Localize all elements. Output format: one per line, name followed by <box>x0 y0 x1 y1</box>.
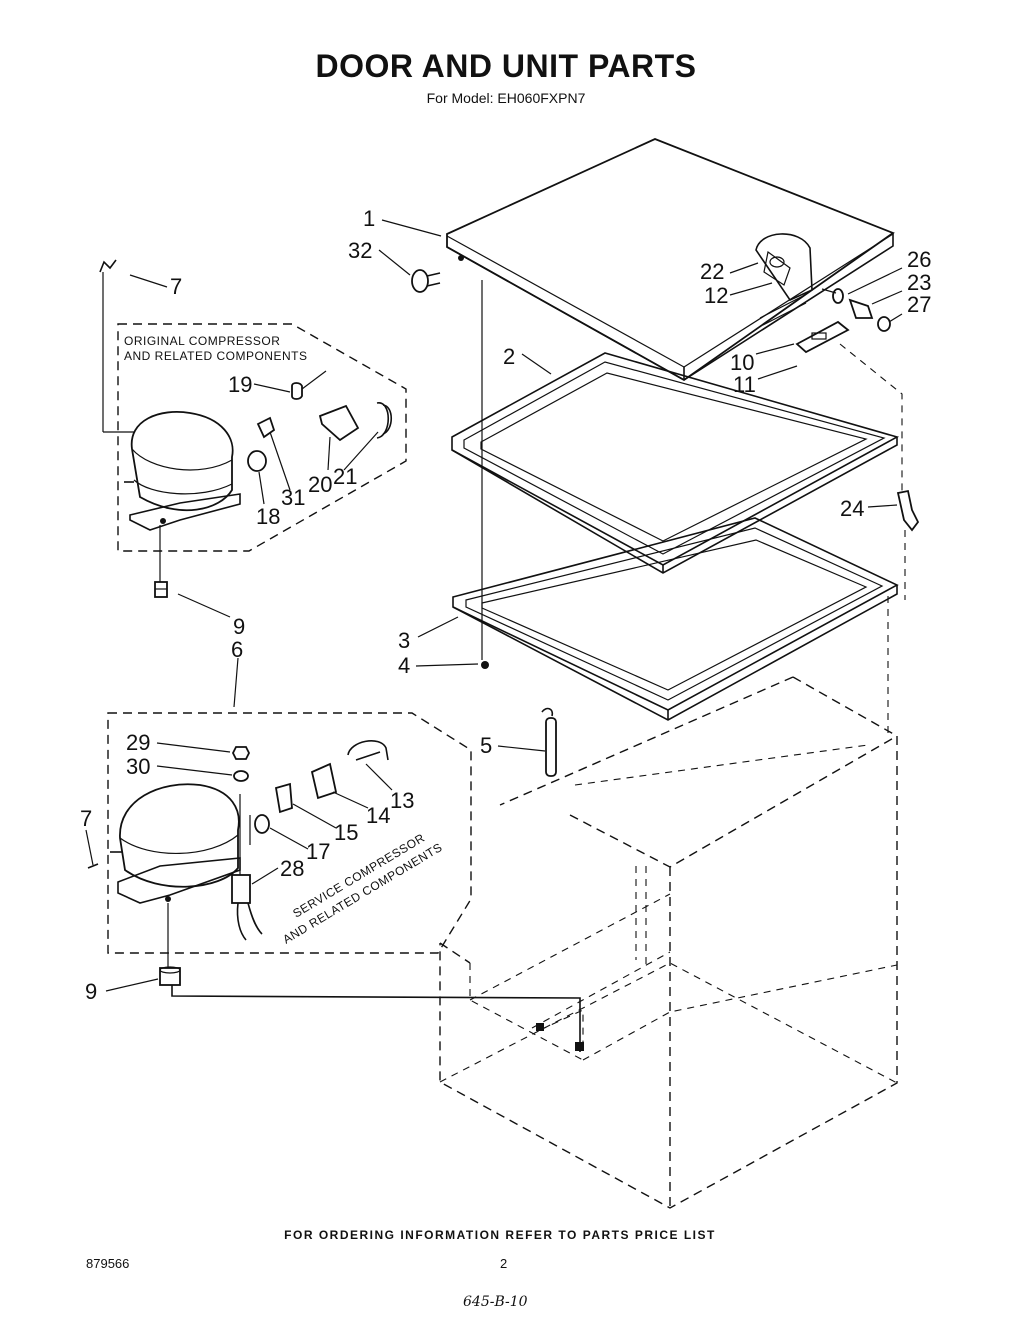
document-number: 879566 <box>86 1256 130 1271</box>
callout-15: 15 <box>334 820 358 845</box>
part-9-grommet-lower <box>159 966 181 986</box>
callout-5: 5 <box>480 733 492 758</box>
callout-7-upper: 7 <box>170 274 182 299</box>
part-7-wire-upper <box>99 259 117 273</box>
callout-24: 24 <box>840 496 864 521</box>
callout-7-lower: 7 <box>80 806 92 831</box>
leader-lines <box>85 219 903 992</box>
callout-9-lower: 9 <box>85 979 97 1004</box>
ground-wire <box>171 983 581 1052</box>
service-group-label-line2: AND RELATED COMPONENTS <box>280 840 444 946</box>
callout-27: 27 <box>907 292 931 317</box>
callout-1: 1 <box>363 206 375 231</box>
callout-21: 21 <box>333 464 357 489</box>
part-9-grommet-upper <box>154 581 168 598</box>
part-24-bracket <box>896 489 920 532</box>
original-compressor-group <box>117 323 407 552</box>
callout-30: 30 <box>126 754 150 779</box>
callout-labels: 1 32 7 2 19 22 12 26 23 27 10 11 31 20 2… <box>80 206 931 1004</box>
handwritten-note: 645-B-10 <box>463 1294 528 1310</box>
original-group-label-line1: ORIGINAL COMPRESSOR <box>124 334 280 348</box>
callout-11: 11 <box>733 372 756 397</box>
callout-31: 31 <box>281 485 305 510</box>
callout-32: 32 <box>348 238 372 263</box>
callout-18: 18 <box>256 504 280 529</box>
callout-26: 26 <box>907 247 931 272</box>
callout-9-upper: 9 <box>233 614 245 639</box>
hinge-plate <box>795 320 850 354</box>
ordering-note: FOR ORDERING INFORMATION REFER TO PARTS … <box>284 1228 716 1242</box>
part-32-bumper <box>411 269 441 293</box>
service-compressor-group <box>107 712 472 954</box>
page-title: DOOR AND UNIT PARTS <box>315 48 697 84</box>
callout-13: 13 <box>390 788 414 813</box>
callout-3: 3 <box>398 628 410 653</box>
original-group-label-line2: AND RELATED COMPONENTS <box>124 349 307 363</box>
door-lid <box>446 138 895 382</box>
callout-20: 20 <box>308 472 332 497</box>
model-line: For Model: EH060FXPN7 <box>426 90 586 106</box>
callout-28: 28 <box>280 856 304 881</box>
callout-12: 12 <box>704 283 728 308</box>
callout-19: 19 <box>228 372 252 397</box>
callout-4: 4 <box>398 653 410 678</box>
callout-6: 6 <box>231 637 243 662</box>
callout-10: 10 <box>730 350 754 375</box>
callout-2: 2 <box>503 344 515 369</box>
breaker-frame <box>452 517 899 721</box>
callout-22: 22 <box>700 259 724 284</box>
callout-23: 23 <box>907 270 931 295</box>
callout-17: 17 <box>306 839 330 864</box>
part-7-wire-lower <box>87 863 99 869</box>
part-5-sensor <box>541 707 557 777</box>
callout-14: 14 <box>366 803 390 828</box>
hinge-hardware <box>821 288 891 332</box>
page-number: 2 <box>500 1256 508 1271</box>
callout-29: 29 <box>126 730 150 755</box>
cabinet-outline <box>439 676 898 1209</box>
door-gasket <box>451 352 900 574</box>
